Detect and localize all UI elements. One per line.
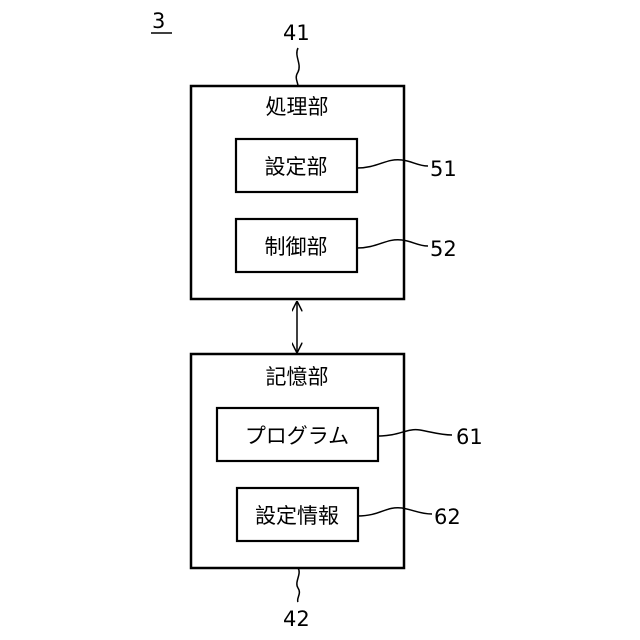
- control-unit-label: 制御部: [265, 235, 328, 259]
- setting-info-label: 設定情報: [255, 504, 339, 528]
- processing-unit-title: 処理部: [266, 95, 329, 119]
- setting-info-ref-number: 62: [434, 505, 461, 529]
- setting-unit-label: 設定部: [265, 155, 328, 179]
- setting-unit-leader-line: [357, 160, 428, 168]
- storage-unit-title: 記憶部: [266, 365, 329, 389]
- setting-info-leader-line: [358, 508, 432, 516]
- control-unit-leader-line: [357, 240, 428, 248]
- program-ref-number: 61: [456, 425, 483, 449]
- bottom-block-leader-line: [297, 568, 300, 602]
- top-block-leader-line: [296, 48, 299, 86]
- control-unit-ref-number: 52: [430, 237, 457, 261]
- setting-unit-ref-number: 51: [430, 157, 457, 181]
- figure-label: 3: [152, 9, 165, 33]
- bottom-block-ref-number: 42: [283, 607, 310, 631]
- program-label: プログラム: [245, 424, 349, 448]
- program-leader-line: [378, 430, 452, 436]
- top-block-ref-number: 41: [283, 21, 310, 45]
